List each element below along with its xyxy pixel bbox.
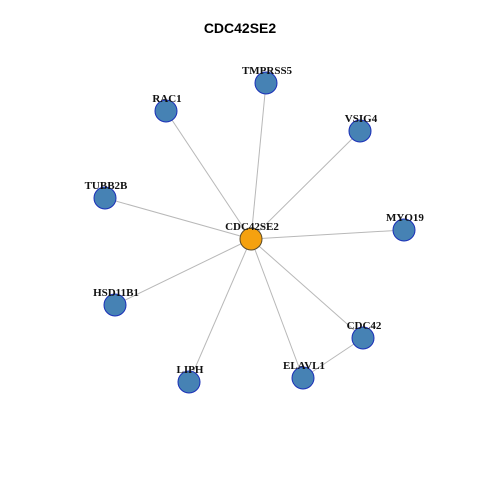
edge-cdc42se2-liph xyxy=(188,238,252,383)
node-cdc42[interactable]: CDC42 xyxy=(347,320,382,350)
node-label-liph: LIPH xyxy=(177,364,204,376)
node-hsd11b1[interactable]: HSD11B1 xyxy=(93,287,139,317)
edge-elavl1-cdc42 xyxy=(302,337,364,379)
node-tubb2b[interactable]: TUBB2B xyxy=(85,180,128,210)
node-label-myo19: MYO19 xyxy=(386,212,424,224)
edge-layer xyxy=(104,82,405,383)
edge-cdc42se2-myo19 xyxy=(250,229,405,240)
node-label-hsd11b1: HSD11B1 xyxy=(93,287,139,299)
node-label-elavl1: ELAVL1 xyxy=(283,360,325,372)
node-circle-elavl1[interactable] xyxy=(291,366,315,390)
edge-cdc42se2-cdc42 xyxy=(250,238,364,339)
node-circle-tubb2b[interactable] xyxy=(93,186,117,210)
node-circle-liph[interactable] xyxy=(177,370,201,394)
node-label-tmprss5: TMPRSS5 xyxy=(242,65,293,77)
node-tmprss5[interactable]: TMPRSS5 xyxy=(242,65,293,95)
edge-cdc42se2-tubb2b xyxy=(104,197,252,240)
node-vsig4[interactable]: VSIG4 xyxy=(345,113,378,143)
node-circle-cdc42se2[interactable] xyxy=(239,227,263,251)
node-label-cdc42se2: CDC42SE2 xyxy=(225,221,279,233)
node-myo19[interactable]: MYO19 xyxy=(386,212,424,242)
node-circle-myo19[interactable] xyxy=(392,218,416,242)
node-circle-rac1[interactable] xyxy=(154,99,178,123)
node-label-vsig4: VSIG4 xyxy=(345,113,378,125)
node-rac1[interactable]: RAC1 xyxy=(152,93,182,123)
edge-cdc42se2-vsig4 xyxy=(250,130,361,240)
node-circle-hsd11b1[interactable] xyxy=(103,293,127,317)
edge-cdc42se2-elavl1 xyxy=(250,238,304,379)
edge-cdc42se2-hsd11b1 xyxy=(114,238,252,306)
node-circle-tmprss5[interactable] xyxy=(254,71,278,95)
node-circle-vsig4[interactable] xyxy=(348,119,372,143)
node-circle-cdc42[interactable] xyxy=(351,326,375,350)
node-cdc42se2[interactable]: CDC42SE2 xyxy=(225,221,279,251)
graph-title: CDC42SE2 xyxy=(203,20,277,36)
edge-cdc42se2-rac1 xyxy=(165,110,252,240)
edge-cdc42se2-tmprss5 xyxy=(250,82,267,240)
node-label-rac1: RAC1 xyxy=(152,93,181,105)
node-label-cdc42: CDC42 xyxy=(347,320,382,332)
node-label-tubb2b: TUBB2B xyxy=(85,180,128,192)
node-liph[interactable]: LIPH xyxy=(177,364,204,394)
node-elavl1[interactable]: ELAVL1 xyxy=(283,360,325,390)
